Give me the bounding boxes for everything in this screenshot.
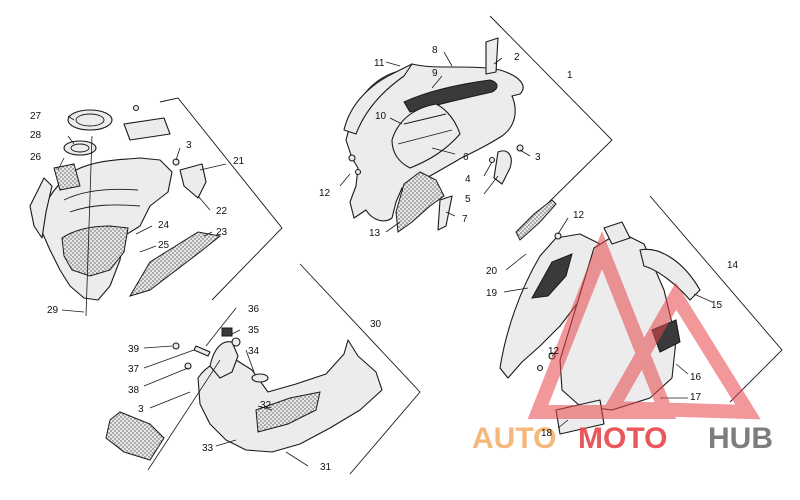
watermark-auto: AUTO [472, 422, 556, 455]
part-number-label: 20 [486, 266, 498, 277]
part-number-label: 17 [690, 392, 702, 403]
part-number-label: 7 [462, 214, 468, 225]
part-number-label: 12 [319, 188, 331, 199]
part-number-label: 4 [465, 174, 471, 185]
part-number-label: 6 [463, 152, 469, 163]
watermark-text: AUTO MOTO HUB [472, 422, 773, 455]
part-number-label: 5 [465, 194, 471, 205]
part-number-label: 10 [375, 111, 387, 122]
part-number-label: 11 [374, 58, 385, 69]
part-number-label: 8 [432, 45, 438, 56]
part-number-label: 14 [727, 260, 739, 271]
part-number-label: 12 [548, 346, 560, 357]
part-number-label: 32 [260, 400, 272, 411]
front-bumper-assembly [29, 97, 283, 317]
part-number-label: 34 [248, 346, 260, 357]
part-number-label: 31 [320, 462, 332, 473]
part-number-label: 26 [30, 152, 42, 163]
part-number-label: 21 [233, 156, 245, 167]
part-number-label: 18 [541, 428, 553, 439]
part-number-label: 29 [47, 305, 59, 316]
part-number-label: 33 [202, 443, 214, 454]
part-number-label: 39 [128, 344, 140, 355]
part-number-label: 3 [186, 140, 192, 151]
part-number-label: 1 [567, 70, 573, 81]
part-number-label: 30 [370, 319, 382, 330]
part-number-label: 38 [128, 385, 140, 396]
part-number-label: 22 [216, 206, 228, 217]
watermark-moto: MOTO [578, 422, 667, 455]
part-number-label: 23 [216, 227, 228, 238]
part-number-label: 35 [248, 325, 260, 336]
part-number-label: 13 [369, 228, 381, 239]
part-number-label: 37 [128, 364, 140, 375]
part-number-label: 36 [248, 304, 260, 315]
part-number-labels: 1 2 3 4 5 6 7 8 9 10 11 12 13 3 21 22 23… [30, 45, 739, 473]
part-number-label: 24 [158, 220, 170, 231]
lower-fascia-assembly [105, 263, 421, 475]
hood-upper-assembly [339, 15, 613, 233]
part-number-label: 3 [138, 404, 144, 415]
part-number-label: 9 [432, 68, 438, 79]
part-number-label: 27 [30, 111, 42, 122]
part-number-label: 12 [573, 210, 585, 221]
part-number-label: 28 [30, 130, 42, 141]
part-number-label: 19 [486, 288, 498, 299]
part-number-label: 3 [535, 152, 541, 163]
watermark-triangle-right [600, 282, 761, 420]
watermark [527, 230, 761, 420]
part-number-label: 16 [690, 372, 702, 383]
part-number-label: 2 [514, 52, 520, 63]
part-number-label: 25 [158, 240, 170, 251]
part-number-label: 15 [711, 300, 723, 311]
watermark-hub: HUB [708, 422, 773, 455]
